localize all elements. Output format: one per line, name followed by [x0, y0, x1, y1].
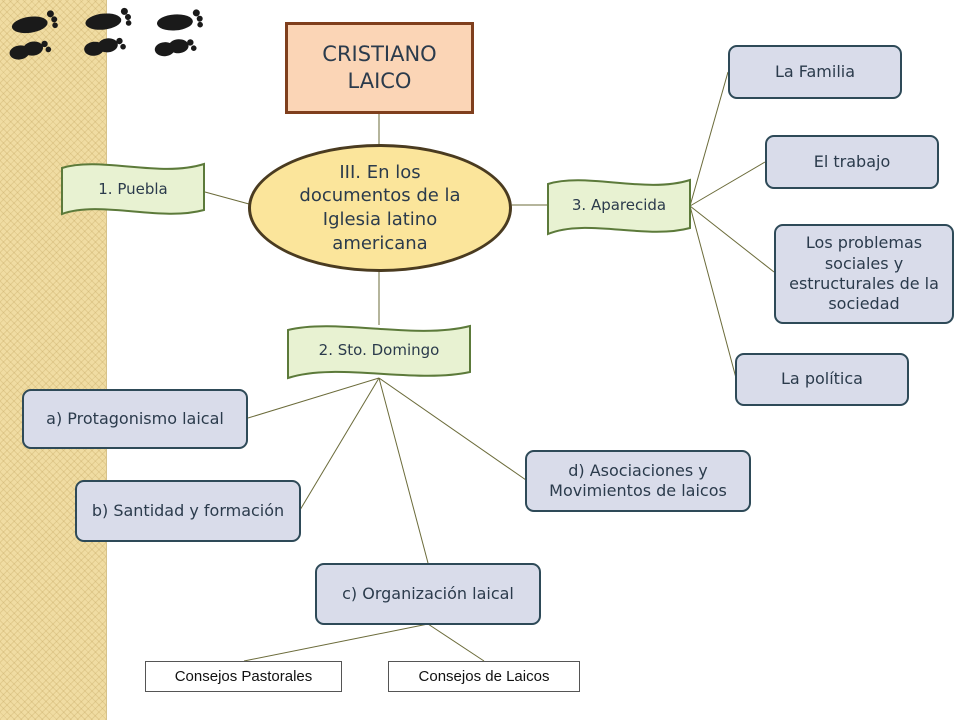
consejos-pastorales-box: Consejos Pastorales: [145, 661, 342, 692]
item-organizacion-laical: c) Organización laical: [315, 563, 541, 625]
decorative-side-strip: [0, 0, 107, 720]
item-protagonismo-laical: a) Protagonismo laical: [22, 389, 248, 449]
consejos-label: Consejos de Laicos: [418, 667, 550, 685]
item-label: El trabajo: [813, 151, 891, 171]
ribbon-label-sto-domingo: 2. Sto. Domingo: [318, 341, 440, 359]
item-la-familia: La Familia: [728, 45, 902, 99]
item-label: d) Asociaciones y Movimientos de laicos: [549, 460, 727, 500]
consejos-laicos-box: Consejos de Laicos: [388, 661, 580, 692]
ribbon-shape: [61, 162, 205, 216]
ribbon-puebla: 1. Puebla: [60, 160, 206, 220]
ribbon-sto-domingo: 2. Sto. Domingo: [286, 320, 472, 384]
title-text: CRISTIANO LAICO: [322, 41, 437, 93]
center-ellipse: III. En los documentos de la Iglesia lat…: [248, 144, 512, 272]
item-label: La Familia: [774, 61, 856, 81]
title-box: CRISTIANO LAICO: [285, 22, 474, 114]
item-label: a) Protagonismo laical: [46, 408, 224, 428]
ribbon-label-aparecida: 3. Aparecida: [571, 196, 667, 214]
consejos-label: Consejos Pastorales: [174, 667, 313, 685]
item-label: Los problemas sociales y estructurales d…: [789, 233, 939, 314]
footprints-icon: [9, 7, 203, 60]
item-label: c) Organización laical: [342, 583, 514, 603]
item-asociaciones-movimientos: d) Asociaciones y Movimientos de laicos: [525, 450, 751, 512]
item-label: La política: [781, 369, 863, 389]
ribbon-label-puebla: 1. Puebla: [98, 180, 168, 198]
ribbon-shape: [547, 178, 691, 236]
center-text: III. En los documentos de la Iglesia lat…: [299, 161, 461, 254]
item-la-politica: La política: [735, 353, 909, 406]
item-label: b) Santidad y formación: [91, 500, 285, 520]
item-problemas-sociales: Los problemas sociales y estructurales d…: [774, 224, 954, 324]
item-santidad-formacion: b) Santidad y formación: [75, 480, 301, 542]
ribbon-aparecida: 3. Aparecida: [546, 174, 692, 240]
item-el-trabajo: El trabajo: [765, 135, 939, 189]
ribbon-shape: [287, 324, 471, 380]
